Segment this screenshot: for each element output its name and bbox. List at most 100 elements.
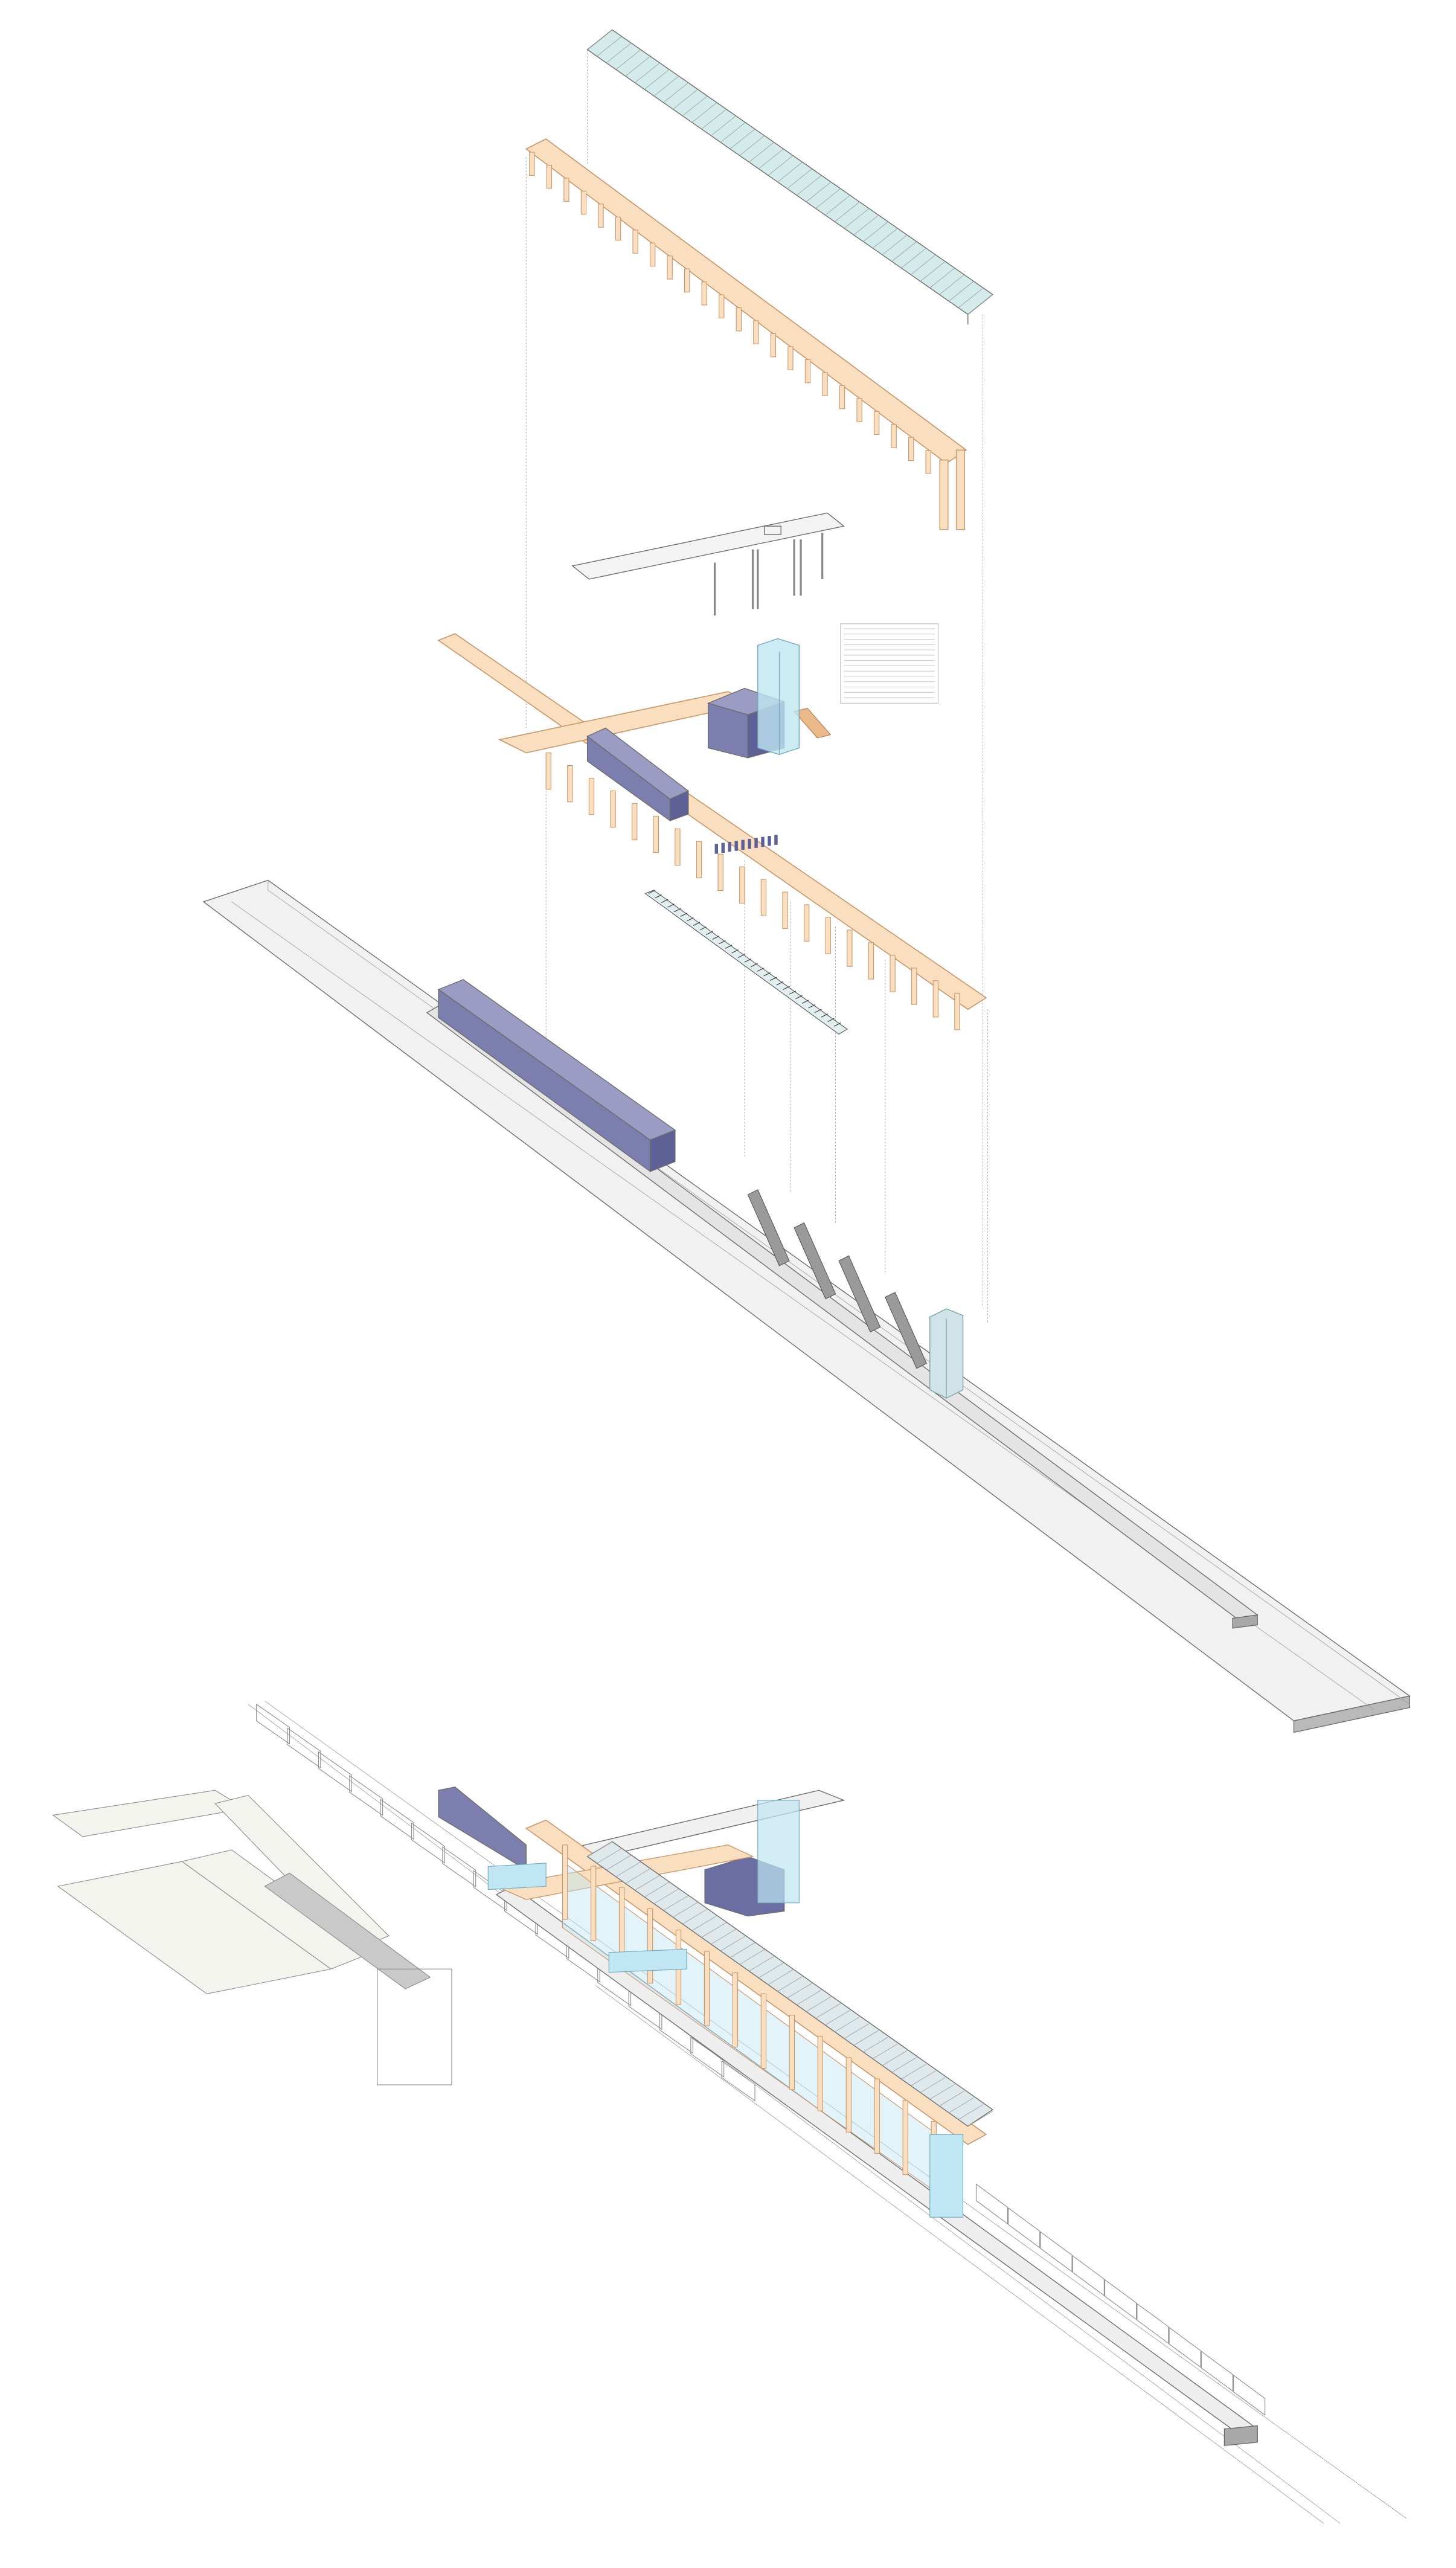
stair-tread <box>731 949 739 954</box>
train-carriage <box>411 1822 445 1864</box>
roof-rib <box>615 1861 641 1877</box>
assembled-view <box>52 1701 1407 2524</box>
roof-rib <box>777 162 803 182</box>
roof-rib <box>701 1922 726 1938</box>
timber-column <box>701 281 707 306</box>
roof-rib <box>768 1969 794 1985</box>
roof-rib <box>873 2043 898 2059</box>
fare-gate <box>721 843 725 853</box>
stair-tread <box>648 890 656 894</box>
train-carriage <box>1201 2351 1233 2392</box>
escalators <box>747 1189 927 1369</box>
train-carriage <box>690 2037 725 2078</box>
roof-rib <box>663 1895 688 1911</box>
fare-gates <box>714 835 778 854</box>
roof-rib <box>825 2010 850 2026</box>
fare-gate <box>714 844 719 854</box>
roof-rib <box>711 115 736 136</box>
roof-rib <box>749 142 774 162</box>
roof-rib <box>882 234 908 255</box>
roof-rib <box>730 129 755 149</box>
roof-rib <box>863 221 888 242</box>
stair-tread <box>783 986 790 990</box>
fare-gate <box>734 841 738 851</box>
roof-rib <box>796 1989 822 2005</box>
roof-rib <box>777 1976 803 1992</box>
concourse-column <box>911 968 917 1005</box>
train-carriage <box>349 1774 383 1816</box>
train-carriage <box>975 2183 1009 2225</box>
roof-rib <box>796 175 822 196</box>
timber-column <box>787 346 794 370</box>
timber-column <box>770 333 777 358</box>
assembled-timber-structure <box>487 1819 987 2218</box>
timber-column <box>817 2036 823 2111</box>
roof-rib <box>682 95 708 117</box>
roof-rib <box>891 2057 917 2073</box>
stair-tread <box>687 917 694 922</box>
train-carriage <box>721 2060 755 2102</box>
timber-column <box>704 1951 710 2026</box>
timber-column <box>649 242 656 267</box>
stair-tread <box>751 963 758 968</box>
roof-rib <box>758 149 784 169</box>
fare-gate <box>741 839 745 850</box>
fare-gate <box>774 835 778 845</box>
facade-screen <box>840 623 938 704</box>
roof-rib <box>806 1996 832 2012</box>
roof-rib <box>901 248 926 269</box>
concourse-column <box>890 955 896 992</box>
timber-column <box>760 1993 767 2069</box>
fare-gate <box>748 839 751 849</box>
concourse-column <box>932 980 938 1018</box>
concourse-column <box>610 790 616 828</box>
roof-rib <box>625 56 650 77</box>
concourse-column <box>545 753 551 790</box>
roof-rib <box>853 2030 879 2046</box>
stair-tread <box>757 968 765 972</box>
roof-rib <box>872 228 898 249</box>
lift-shaft-glass <box>757 638 800 756</box>
platform-building-volume <box>437 979 676 1173</box>
stair-tread <box>770 977 777 981</box>
fare-gate <box>754 838 758 848</box>
roof-rib <box>644 69 670 90</box>
assembled-glass-roof <box>586 1841 994 2127</box>
concourse-floor <box>437 633 987 1030</box>
roof-rib <box>635 1875 660 1891</box>
exploded-view <box>202 29 1411 1733</box>
concourse-column <box>803 904 810 942</box>
roof-rib <box>825 194 850 216</box>
stair-tread <box>680 913 688 917</box>
retail-volume <box>586 727 690 822</box>
train-carriage <box>1008 2207 1041 2249</box>
roof-rib <box>911 2070 936 2086</box>
stair-tread <box>738 954 745 958</box>
roof-rib <box>958 2104 984 2120</box>
roof-rib <box>673 89 698 110</box>
concourse-column <box>782 891 788 929</box>
stair-tread <box>674 908 681 913</box>
roof-rib <box>739 135 765 156</box>
concourse-column <box>632 803 638 841</box>
concourse-column <box>760 879 767 916</box>
stair-tread <box>795 995 803 1000</box>
platform-lift <box>929 1308 964 1399</box>
stair-tread <box>763 972 771 977</box>
roof-rib <box>597 1848 622 1864</box>
concourse-column <box>653 815 659 853</box>
stair-tread <box>661 899 669 904</box>
roof-rib <box>635 62 660 83</box>
stair-tread <box>706 931 713 936</box>
stair-tread <box>815 1009 822 1013</box>
stair-tread <box>699 926 707 931</box>
roof-rib <box>929 268 955 289</box>
timber-column <box>632 230 638 254</box>
fare-gate <box>768 836 771 846</box>
roof-rib <box>720 122 746 143</box>
roof-rib <box>606 1855 632 1870</box>
roof-rib <box>834 2017 860 2032</box>
roof-rib <box>730 1942 755 1958</box>
train-carriage <box>1104 2279 1137 2320</box>
roof-rib <box>910 254 936 275</box>
